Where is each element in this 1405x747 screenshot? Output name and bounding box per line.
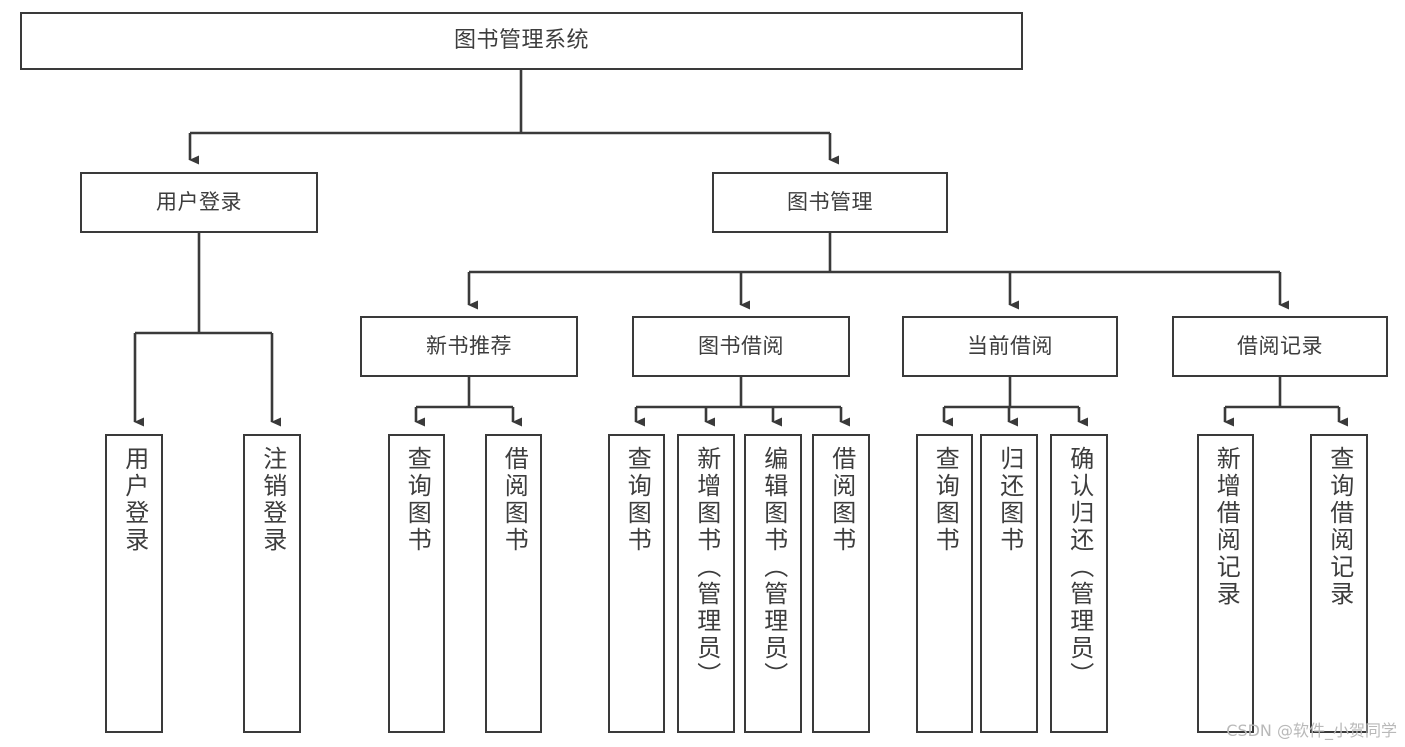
- node-new-book-recommend[interactable]: 新书推荐: [360, 316, 578, 377]
- node-user-login[interactable]: 用户登录: [80, 172, 318, 233]
- node-leaf-confirm-return-admin-label: 确认归还（管理员）: [1065, 446, 1094, 689]
- node-leaf-user-login-label: 用户登录: [120, 446, 149, 554]
- node-root-label: 图书管理系统: [453, 27, 589, 53]
- node-leaf-confirm-return-admin[interactable]: 确认归还（管理员）: [1050, 434, 1108, 733]
- node-leaf-query-book-1-label: 查询图书: [403, 446, 432, 554]
- node-book-management-label: 图书管理: [787, 189, 873, 214]
- node-leaf-add-borrow-record-label: 新增借阅记录: [1212, 446, 1241, 608]
- node-leaf-add-borrow-record[interactable]: 新增借阅记录: [1197, 434, 1254, 733]
- node-leaf-query-book-2-label: 查询图书: [623, 446, 652, 554]
- node-leaf-add-book-admin[interactable]: 新增图书（管理员）: [677, 434, 735, 733]
- node-leaf-query-book-3[interactable]: 查询图书: [916, 434, 973, 733]
- node-leaf-return-book[interactable]: 归还图书: [980, 434, 1038, 733]
- node-leaf-query-book-2[interactable]: 查询图书: [608, 434, 665, 733]
- node-leaf-logout-login[interactable]: 注销登录: [243, 434, 301, 733]
- node-book-borrow-label: 图书借阅: [698, 333, 784, 358]
- node-leaf-user-login[interactable]: 用户登录: [105, 434, 163, 733]
- node-leaf-edit-book-admin[interactable]: 编辑图书（管理员）: [744, 434, 802, 733]
- node-current-borrow-label: 当前借阅: [967, 333, 1053, 358]
- node-root-system[interactable]: 图书管理系统: [20, 12, 1023, 70]
- node-borrow-record-label: 借阅记录: [1237, 333, 1323, 358]
- node-leaf-query-book-3-label: 查询图书: [931, 446, 960, 554]
- node-leaf-logout-login-label: 注销登录: [258, 446, 287, 554]
- node-user-login-label: 用户登录: [156, 189, 242, 214]
- node-leaf-add-book-admin-label: 新增图书（管理员）: [692, 446, 721, 689]
- node-leaf-borrow-book-1[interactable]: 借阅图书: [485, 434, 542, 733]
- node-leaf-edit-book-admin-label: 编辑图书（管理员）: [759, 446, 788, 689]
- node-leaf-return-book-label: 归还图书: [995, 446, 1024, 554]
- node-book-management[interactable]: 图书管理: [712, 172, 948, 233]
- node-leaf-borrow-book-2[interactable]: 借阅图书: [812, 434, 870, 733]
- node-borrow-record[interactable]: 借阅记录: [1172, 316, 1388, 377]
- node-new-book-recommend-label: 新书推荐: [426, 333, 512, 358]
- node-leaf-borrow-book-2-label: 借阅图书: [827, 446, 856, 554]
- node-leaf-query-borrow-record-label: 查询借阅记录: [1325, 446, 1354, 608]
- node-book-borrow[interactable]: 图书借阅: [632, 316, 850, 377]
- node-leaf-borrow-book-1-label: 借阅图书: [500, 446, 529, 554]
- node-current-borrow[interactable]: 当前借阅: [902, 316, 1118, 377]
- node-leaf-query-book-1[interactable]: 查询图书: [388, 434, 445, 733]
- node-leaf-query-borrow-record[interactable]: 查询借阅记录: [1310, 434, 1368, 733]
